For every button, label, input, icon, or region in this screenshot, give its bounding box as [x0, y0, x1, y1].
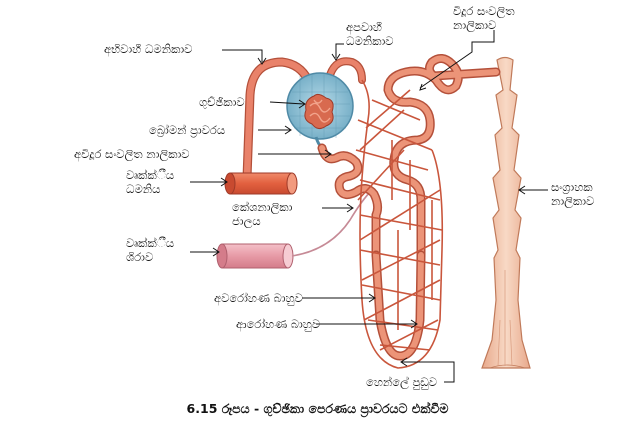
label-renal-vein: වෘක්ක්ීය ශිරාව	[126, 236, 175, 264]
renal-vein	[216, 189, 373, 269]
label-renal-artery: වෘක්ක්ීය ධමනිය	[126, 168, 175, 196]
afferent-arteriole	[242, 57, 319, 183]
label-proximal-tubule: අවිදූර සංවලිත නාලිකාව	[74, 147, 190, 161]
proximal-tubule	[317, 143, 383, 260]
label-descending-limb: අවරෝහණ බාහුව	[214, 291, 303, 305]
label-afferent-arteriole: අභිවාහී ධමනිකාව	[104, 42, 193, 56]
label-ascending-limb: ආරෝහණ බාහුව	[236, 317, 321, 331]
label-collecting-duct: සංග්‍රාහක නාලිකාව	[551, 180, 595, 208]
label-glomerulus: ගුච්ඡිකාව	[199, 95, 245, 109]
label-efferent-arteriole: අපවාහී ධමනිකාව	[346, 20, 394, 48]
capillary-network	[355, 79, 444, 369]
loop-of-henle	[371, 250, 426, 361]
label-loop-of-henle: හෙන්ලේ පුඩුව	[366, 375, 438, 389]
glomerulus	[304, 93, 334, 130]
figure-caption: 6.15 රූපය - ගුච්ඡිකා පෙරණය ප්‍රාවරයට එක්…	[186, 401, 449, 416]
leader-lines	[190, 30, 548, 383]
label-capillary-network: කේශනාලිකා ජාලය	[232, 200, 293, 228]
label-distal-tubule: විදූර සංවලිත නාලිකාව	[453, 4, 515, 32]
renal-artery	[224, 172, 298, 195]
label-bowmans-capsule: බ්‍රෝමන් ප්‍රාවරය	[149, 123, 226, 137]
efferent-arteriole	[322, 57, 366, 100]
collecting-duct	[481, 56, 531, 369]
